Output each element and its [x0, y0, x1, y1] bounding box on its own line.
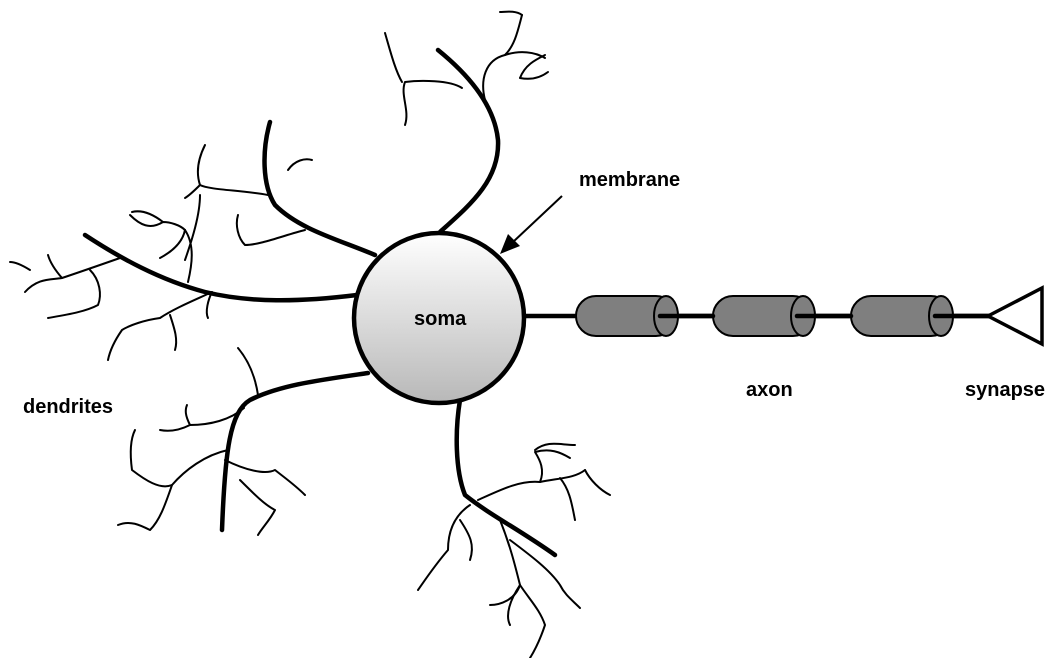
membrane-label: membrane [579, 170, 680, 190]
dendrite-top [385, 12, 548, 232]
soma-label: soma [414, 309, 466, 329]
dendrites-label: dendrites [23, 397, 113, 417]
dendrite-upper-left [185, 122, 375, 255]
membrane-arrow [500, 196, 562, 254]
synapse-label: synapse [965, 380, 1045, 400]
synapse-terminal [988, 288, 1042, 344]
dendrite-bottom [418, 400, 610, 658]
axon-label: axon [746, 380, 793, 400]
dendrite-left [10, 195, 357, 360]
dendrite-lower-left [118, 348, 368, 535]
